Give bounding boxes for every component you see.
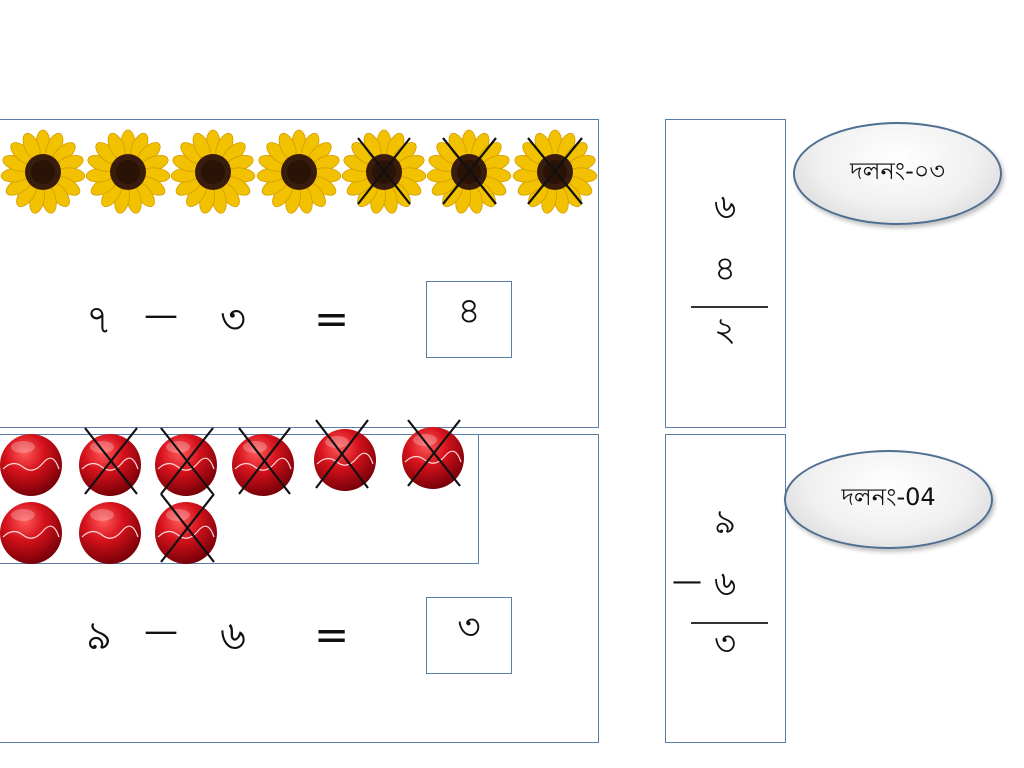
equation-b-subtrahend: ৬ bbox=[220, 613, 247, 659]
ball-r2-2 bbox=[78, 501, 142, 565]
column-a-result: ২ bbox=[713, 310, 737, 350]
column-b-top: ৯ bbox=[713, 502, 737, 542]
column-b-middle: ৬ bbox=[713, 564, 737, 604]
column-a-middle: ৪ bbox=[713, 249, 737, 289]
cross-marks-balls bbox=[84, 419, 461, 563]
equation-a-minuend: ৭ bbox=[86, 297, 113, 343]
equation-a-minus: — bbox=[144, 295, 178, 335]
ball-r1-5 bbox=[313, 428, 377, 492]
equation-b-minus: — bbox=[144, 611, 178, 651]
vertical-subtraction-panel-a bbox=[665, 119, 786, 428]
equation-a-equals: = bbox=[314, 294, 350, 343]
equation-b-equals: = bbox=[314, 610, 350, 659]
equation-a-subtrahend: ৩ bbox=[220, 297, 247, 343]
answer-box-b: ৩ bbox=[426, 597, 512, 674]
column-b-result: ৩ bbox=[713, 624, 737, 664]
vertical-subtraction-panel-b bbox=[665, 434, 786, 743]
column-b-minus: — bbox=[672, 564, 702, 599]
column-a-rule bbox=[691, 306, 768, 308]
answer-box-a: ৪ bbox=[426, 281, 512, 358]
ball-r2-1 bbox=[0, 501, 63, 565]
cross-marks-sunflowers bbox=[357, 137, 583, 205]
equation-b-minuend: ৯ bbox=[86, 613, 112, 659]
column-b-rule bbox=[691, 622, 768, 624]
ball-r1-1 bbox=[0, 433, 63, 497]
group-label-a: দলনং-০৩ bbox=[793, 122, 1002, 225]
group-label-b: দলনং-04 bbox=[784, 450, 993, 549]
column-a-top: ৬ bbox=[713, 187, 737, 227]
